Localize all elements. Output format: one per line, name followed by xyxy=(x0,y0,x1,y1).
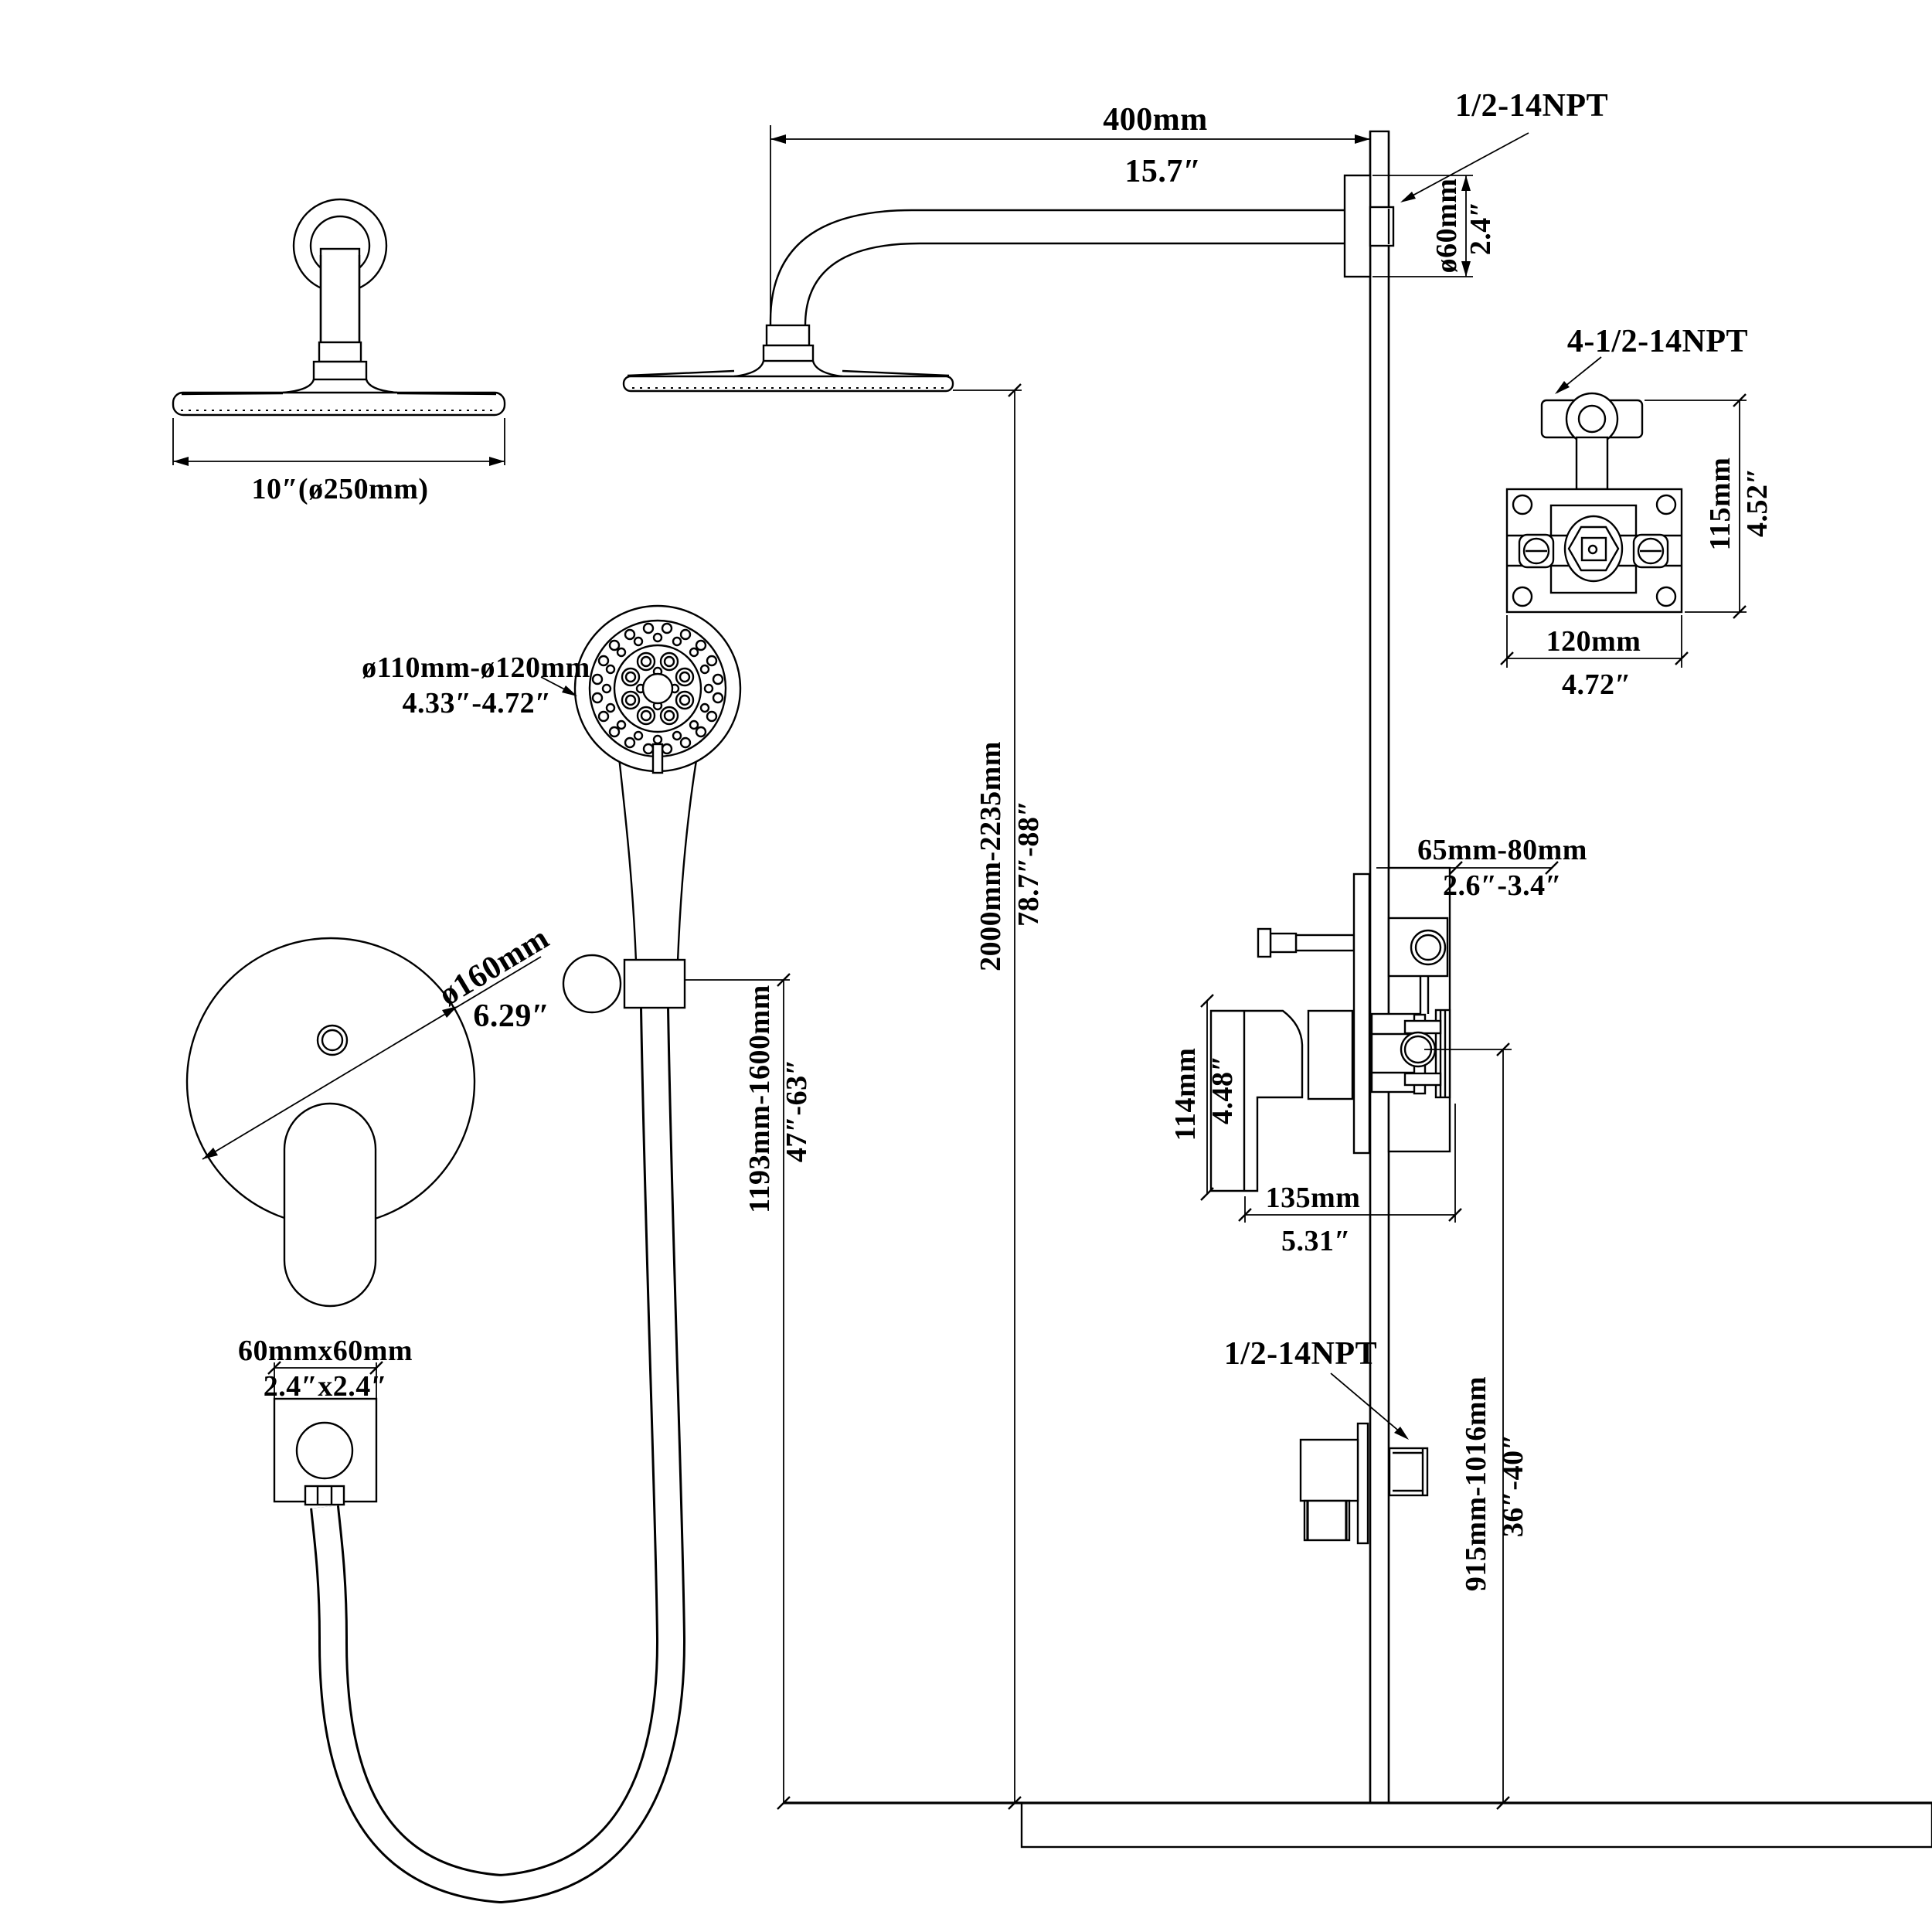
outlet-square-in-label: 2.4″x2.4″ xyxy=(264,1370,387,1403)
nozzle-ring-middle xyxy=(601,632,714,745)
outlet-square-mm-label: 60mmx60mm xyxy=(238,1335,413,1367)
rough-in-valve-front-view xyxy=(1505,392,1683,614)
hand-shower-face-view: ø110mm-ø120mm 4.33″-4.72″ xyxy=(362,604,742,962)
spout-height-mm-label: 915mm-1016mm xyxy=(1460,1376,1492,1591)
mixer-trim-front-view: ø160mm 6.29″ xyxy=(185,920,555,1308)
hand-shower-holder xyxy=(562,954,686,1014)
valve-npt-label: 4-1/2-14NPT xyxy=(1567,324,1748,359)
trim-width-mm-label: 135mm xyxy=(1266,1182,1361,1214)
mixer-valve-side-view: 114mm 4.48″ 135mm 5.31″ 65mm-80mm 2.6″-3… xyxy=(1169,834,1587,1257)
arm-length-mm-label: 400mm xyxy=(1103,102,1207,138)
hand-dia-mm-label: ø110mm-ø120mm xyxy=(362,651,590,684)
valve-height-mm-label: 115mm xyxy=(1704,457,1736,551)
wall-depth-mm-label: 65mm-80mm xyxy=(1417,834,1587,866)
head-diameter-label: 10″(ø250mm) xyxy=(251,473,428,505)
holder-height-mm-label: 1193mm-1600mm xyxy=(743,985,776,1213)
nozzle-ring-outer xyxy=(591,622,724,755)
dim-riser-height: 2000mm-2235mm 78.7″-88″ xyxy=(953,383,1045,1810)
dim-valve-width: 120mm 4.72″ xyxy=(1500,615,1689,701)
hand-dia-in-label: 4.33″-4.72″ xyxy=(402,687,551,719)
holder-height-in-label: 47″-63″ xyxy=(781,1059,813,1162)
dim-valve-height: 115mm 4.52″ xyxy=(1645,393,1774,619)
arm-outlet-dia-in-label: 2.4″ xyxy=(1464,201,1497,256)
dim-arm-outlet-dia: ø60mm 2.4″ xyxy=(1372,175,1497,277)
label-spout-npt: 1/2-14NPT xyxy=(1224,1336,1409,1440)
trim-height-mm-label: 114mm xyxy=(1169,1048,1202,1141)
arm-length-in-label: 15.7″ xyxy=(1124,154,1201,189)
spout-height-in-label: 36″-40″ xyxy=(1497,1434,1529,1537)
dim-trim-height: 114mm 4.48″ xyxy=(1169,994,1239,1201)
trim-dia-in-label: 6.29″ xyxy=(473,998,549,1034)
rain-shower-arm-elevation xyxy=(622,174,1395,393)
dim-head-diameter: 10″(ø250mm) xyxy=(172,418,505,505)
dim-arm-length: 400mm 15.7″ xyxy=(770,102,1370,325)
wall-supply-elbow: 60mmx60mm 2.4″x2.4″ xyxy=(238,1335,413,1506)
valve-width-mm-label: 120mm xyxy=(1546,625,1641,658)
dim-trim-width: 135mm 5.31″ xyxy=(1238,1104,1462,1257)
dim-holder-height: 1193mm-1600mm 47″-63″ xyxy=(685,973,813,1810)
label-hand-shower-diameter: ø110mm-ø120mm 4.33″-4.72″ xyxy=(362,651,590,719)
arm-outlet-dia-mm-label: ø60mm xyxy=(1430,179,1463,274)
spout-npt-label: 1/2-14NPT xyxy=(1224,1336,1377,1372)
label-valve-npt: 4-1/2-14NPT xyxy=(1555,324,1748,394)
riser-height-mm-label: 2000mm-2235mm xyxy=(975,741,1007,971)
trim-height-in-label: 4.48″ xyxy=(1206,1055,1239,1124)
trim-width-in-label: 5.31″ xyxy=(1281,1225,1351,1257)
ground-line xyxy=(784,1801,1932,1849)
valve-height-in-label: 4.52″ xyxy=(1741,468,1774,537)
rain-shower-head-side-view: 10″(ø250mm) xyxy=(172,198,506,505)
wall-depth-in-label: 2.6″-3.4″ xyxy=(1443,869,1562,902)
riser-height-in-label: 78.7″-88″ xyxy=(1012,800,1045,927)
tub-spout-side-view: 1/2-14NPT 915mm-1016mm 36″-40″ xyxy=(1224,1043,1529,1810)
shower-hose xyxy=(310,1007,686,1904)
dim-outlet-square: 60mmx60mm 2.4″x2.4″ xyxy=(238,1335,413,1403)
top-npt-label: 1/2-14NPT xyxy=(1455,88,1608,124)
dim-wall-depth: 65mm-80mm 2.6″-3.4″ xyxy=(1376,834,1587,902)
dim-spout-height: 915mm-1016mm 36″-40″ xyxy=(1460,1043,1529,1810)
valve-width-in-label: 4.72″ xyxy=(1562,668,1631,701)
label-top-npt: 1/2-14NPT xyxy=(1400,88,1608,202)
wall-section xyxy=(1369,130,1390,1804)
